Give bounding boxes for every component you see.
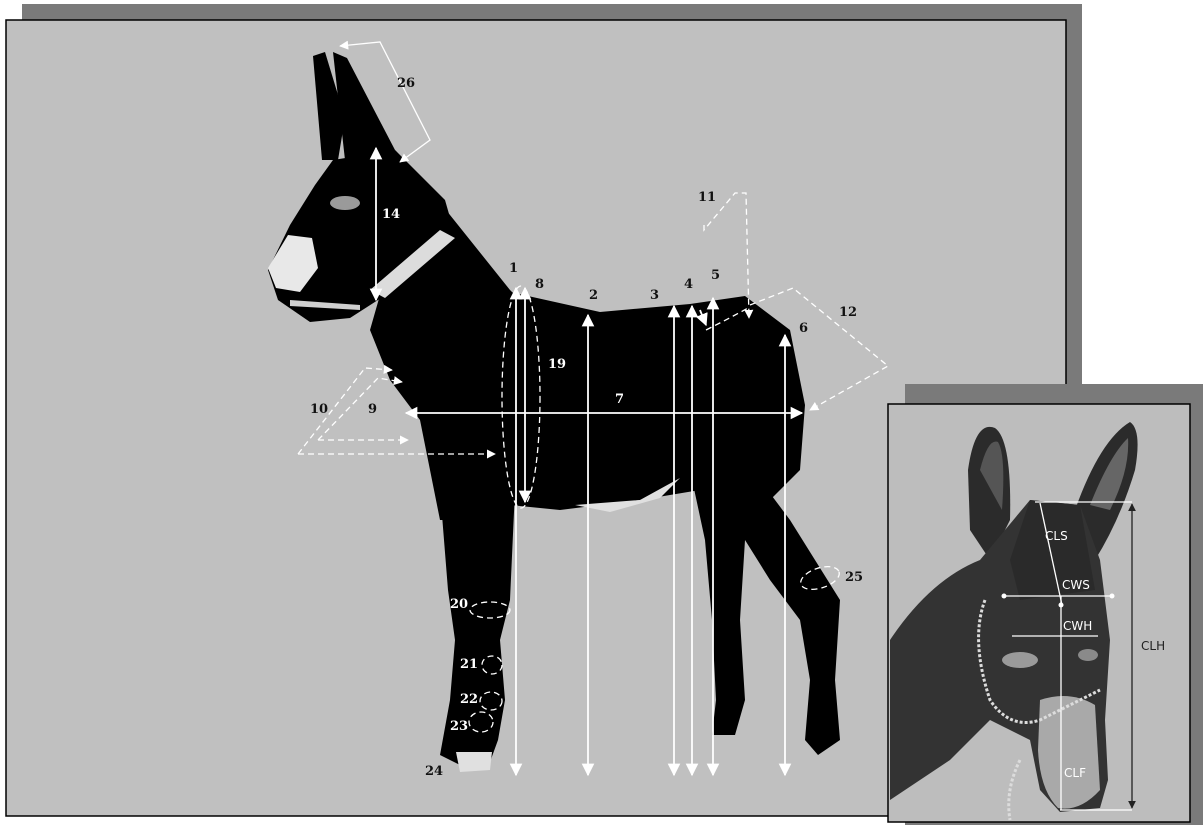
label-12: 12 bbox=[839, 305, 857, 320]
label-8: 8 bbox=[535, 277, 544, 292]
label-7: 7 bbox=[615, 392, 624, 407]
label-6: 6 bbox=[799, 321, 808, 336]
inset-label-cwh: CWH bbox=[1063, 619, 1092, 633]
inset-label-cws: CWS bbox=[1062, 578, 1090, 592]
label-22: 22 bbox=[460, 692, 478, 707]
inset-label-clf: CLF bbox=[1064, 766, 1086, 780]
label-4: 4 bbox=[684, 277, 693, 292]
label-1: 1 bbox=[509, 261, 518, 276]
label-21: 21 bbox=[460, 657, 478, 672]
label-25: 25 bbox=[845, 570, 863, 585]
label-9: 9 bbox=[368, 402, 377, 417]
label-11: 11 bbox=[698, 190, 716, 205]
label-5: 5 bbox=[711, 268, 720, 283]
label-14: 14 bbox=[382, 207, 400, 222]
hoof-highlight bbox=[456, 752, 492, 772]
inset-point-right bbox=[1110, 594, 1115, 599]
label-19: 19 bbox=[548, 357, 566, 372]
label-23: 23 bbox=[450, 719, 468, 734]
label-26: 26 bbox=[397, 76, 415, 91]
inset-label-clh: CLH bbox=[1141, 639, 1165, 653]
label-20: 20 bbox=[450, 597, 468, 612]
inset-panel: CLS CWS CWH CLF CLH bbox=[888, 384, 1203, 825]
inset-point-left bbox=[1002, 594, 1007, 599]
inset-point-center bbox=[1059, 603, 1064, 608]
label-2: 2 bbox=[589, 288, 598, 303]
label-3: 3 bbox=[650, 288, 659, 303]
label-10: 10 bbox=[310, 402, 328, 417]
label-24: 24 bbox=[425, 764, 443, 779]
eye-highlight bbox=[330, 196, 360, 210]
inset-label-cls: CLS bbox=[1045, 529, 1068, 543]
